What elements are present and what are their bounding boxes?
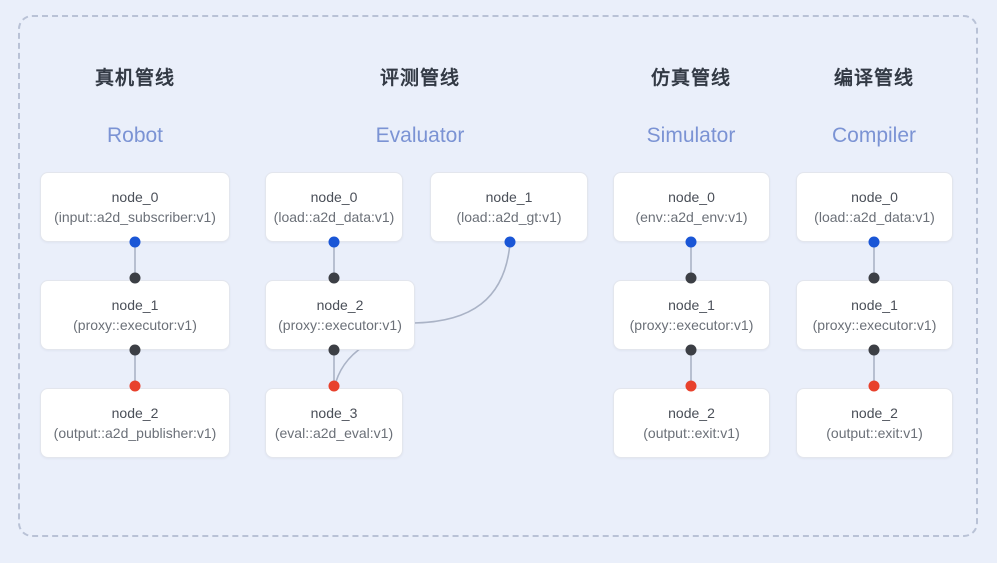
- pipeline-group-frame: [18, 15, 978, 537]
- port-in-simulator-node_1[interactable]: [685, 272, 697, 284]
- node-name: node_0: [851, 188, 898, 205]
- column-title-cn-compiler: 编译管线: [833, 68, 915, 89]
- node-spec: (proxy::executor:v1): [278, 317, 402, 333]
- node-name: node_2: [111, 404, 159, 421]
- port-input-evaluator-node_1[interactable]: [504, 236, 516, 248]
- port-output-simulator-node_2[interactable]: [685, 380, 697, 392]
- node-name: node_2: [316, 296, 364, 313]
- port-output-compiler-node_2[interactable]: [868, 380, 880, 392]
- node-spec: (load::a2d_data:v1): [273, 209, 395, 225]
- node-name: node_0: [111, 188, 159, 205]
- node-name: node_1: [668, 296, 715, 313]
- node-spec: (load::a2d_data:v1): [814, 209, 935, 225]
- node-name: node_2: [851, 404, 898, 421]
- node-name: node_3: [310, 404, 358, 421]
- column-title-en-compiler: Compiler: [831, 124, 917, 147]
- node-spec: (output::exit:v1): [643, 425, 740, 441]
- port-in-compiler-node_1[interactable]: [868, 272, 880, 284]
- node-simulator-node_0[interactable]: node_0 (env::a2d_env:v1): [613, 172, 770, 242]
- port-output-robot-node_2[interactable]: [129, 380, 141, 392]
- node-name: node_1: [851, 296, 898, 313]
- node-name: node_1: [485, 188, 533, 205]
- node-robot-node_1[interactable]: node_1 (proxy::executor:v1): [40, 280, 230, 350]
- node-name: node_2: [668, 404, 715, 421]
- port-out-compiler-node_1[interactable]: [868, 344, 880, 356]
- node-compiler-node_0[interactable]: node_0 (load::a2d_data:v1): [796, 172, 953, 242]
- node-name: node_0: [668, 188, 715, 205]
- port-in-evaluator-node_2[interactable]: [328, 272, 340, 284]
- node-robot-node_0[interactable]: node_0 (input::a2d_subscriber:v1): [40, 172, 230, 242]
- node-spec: (load::a2d_gt:v1): [456, 209, 562, 225]
- node-compiler-node_1[interactable]: node_1 (proxy::executor:v1): [796, 280, 953, 350]
- port-input-evaluator-node_0[interactable]: [328, 236, 340, 248]
- port-input-compiler-node_0[interactable]: [868, 236, 880, 248]
- column-title-en-evaluator: Evaluator: [375, 124, 465, 147]
- node-evaluator-node_3[interactable]: node_3 (eval::a2d_eval:v1): [265, 388, 403, 458]
- column-title-cn-robot: 真机管线: [94, 68, 176, 89]
- node-spec: (output::a2d_publisher:v1): [53, 425, 217, 441]
- column-title-en-simulator: Simulator: [646, 124, 736, 147]
- node-simulator-node_1[interactable]: node_1 (proxy::executor:v1): [613, 280, 770, 350]
- node-robot-node_2[interactable]: node_2 (output::a2d_publisher:v1): [40, 388, 230, 458]
- node-compiler-node_2[interactable]: node_2 (output::exit:v1): [796, 388, 953, 458]
- node-spec: (proxy::executor:v1): [812, 317, 937, 333]
- node-spec: (input::a2d_subscriber:v1): [54, 209, 216, 225]
- node-spec: (eval::a2d_eval:v1): [274, 425, 394, 441]
- column-title-cn-evaluator: 评测管线: [379, 68, 461, 89]
- port-in-robot-node_1[interactable]: [129, 272, 141, 284]
- node-spec: (output::exit:v1): [826, 425, 923, 441]
- node-name: node_1: [111, 296, 159, 313]
- port-output-evaluator-node_3[interactable]: [328, 380, 340, 392]
- column-title-en-robot: Robot: [106, 124, 164, 147]
- port-input-simulator-node_0[interactable]: [685, 236, 697, 248]
- node-evaluator-node_2[interactable]: node_2 (proxy::executor:v1): [265, 280, 415, 350]
- port-out-robot-node_1[interactable]: [129, 344, 141, 356]
- port-out-evaluator-node_2[interactable]: [328, 344, 340, 356]
- node-name: node_0: [310, 188, 358, 205]
- port-out-simulator-node_1[interactable]: [685, 344, 697, 356]
- node-evaluator-node_1[interactable]: node_1 (load::a2d_gt:v1): [430, 172, 588, 242]
- node-spec: (proxy::executor:v1): [73, 317, 197, 333]
- node-spec: (env::a2d_env:v1): [635, 209, 748, 225]
- column-title-cn-simulator: 仿真管线: [650, 68, 732, 89]
- port-input-robot-node_0[interactable]: [129, 236, 141, 248]
- node-spec: (proxy::executor:v1): [629, 317, 754, 333]
- node-evaluator-node_0[interactable]: node_0 (load::a2d_data:v1): [265, 172, 403, 242]
- node-simulator-node_2[interactable]: node_2 (output::exit:v1): [613, 388, 770, 458]
